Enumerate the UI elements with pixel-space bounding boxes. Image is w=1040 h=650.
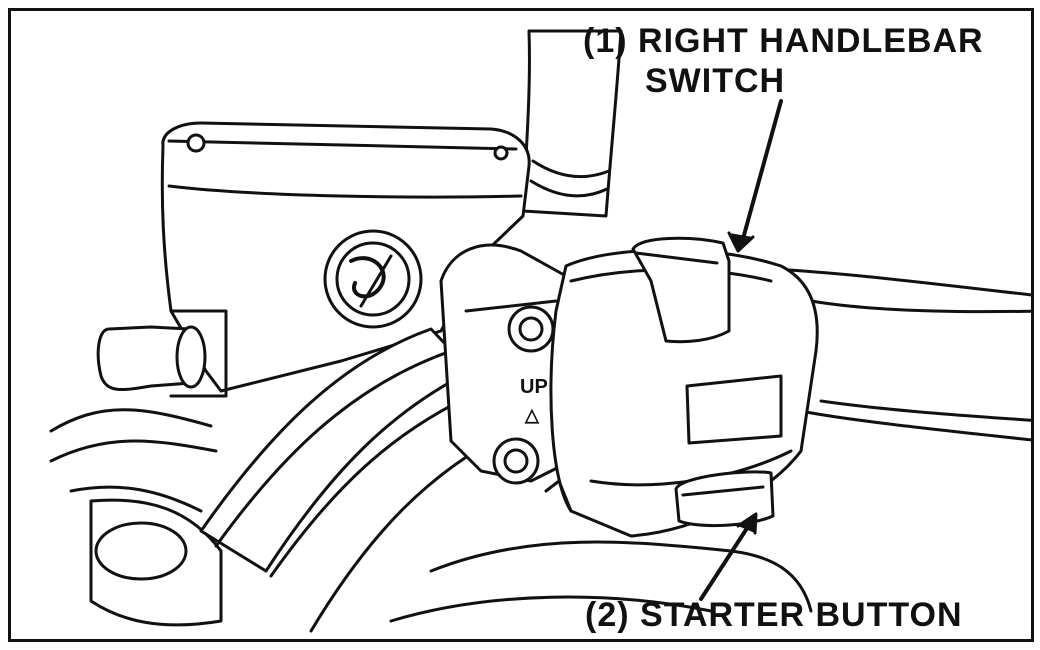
callout-1-number: (1) <box>583 22 628 60</box>
callout-1-line1: RIGHT HANDLEBAR <box>638 22 984 60</box>
engine-stop-switch <box>631 236 731 344</box>
switch-up-arrow: △ <box>524 405 540 425</box>
leader-arrow-1 <box>739 99 783 248</box>
callout-2-text: STARTER BUTTON <box>640 596 963 634</box>
callout-2-number: (2) <box>585 596 630 634</box>
leader-arrow-2 <box>699 517 755 601</box>
starter-button <box>674 470 775 528</box>
hose-fitting <box>96 325 193 392</box>
switch-up-mark: UP <box>520 376 548 398</box>
figure-frame: UP △ (1) RIGHT HANDLEBAR SWITCH (2) STAR… <box>8 8 1034 642</box>
headlight-switch <box>685 374 783 445</box>
callout-1-line2: SWITCH <box>645 62 786 100</box>
handlebar-illustration: UP △ <box>49 29 1031 633</box>
callout-starter-button: (2) STARTER BUTTON <box>585 595 963 635</box>
callout-right-handlebar-switch: (1) RIGHT HANDLEBAR SWITCH <box>583 21 984 101</box>
